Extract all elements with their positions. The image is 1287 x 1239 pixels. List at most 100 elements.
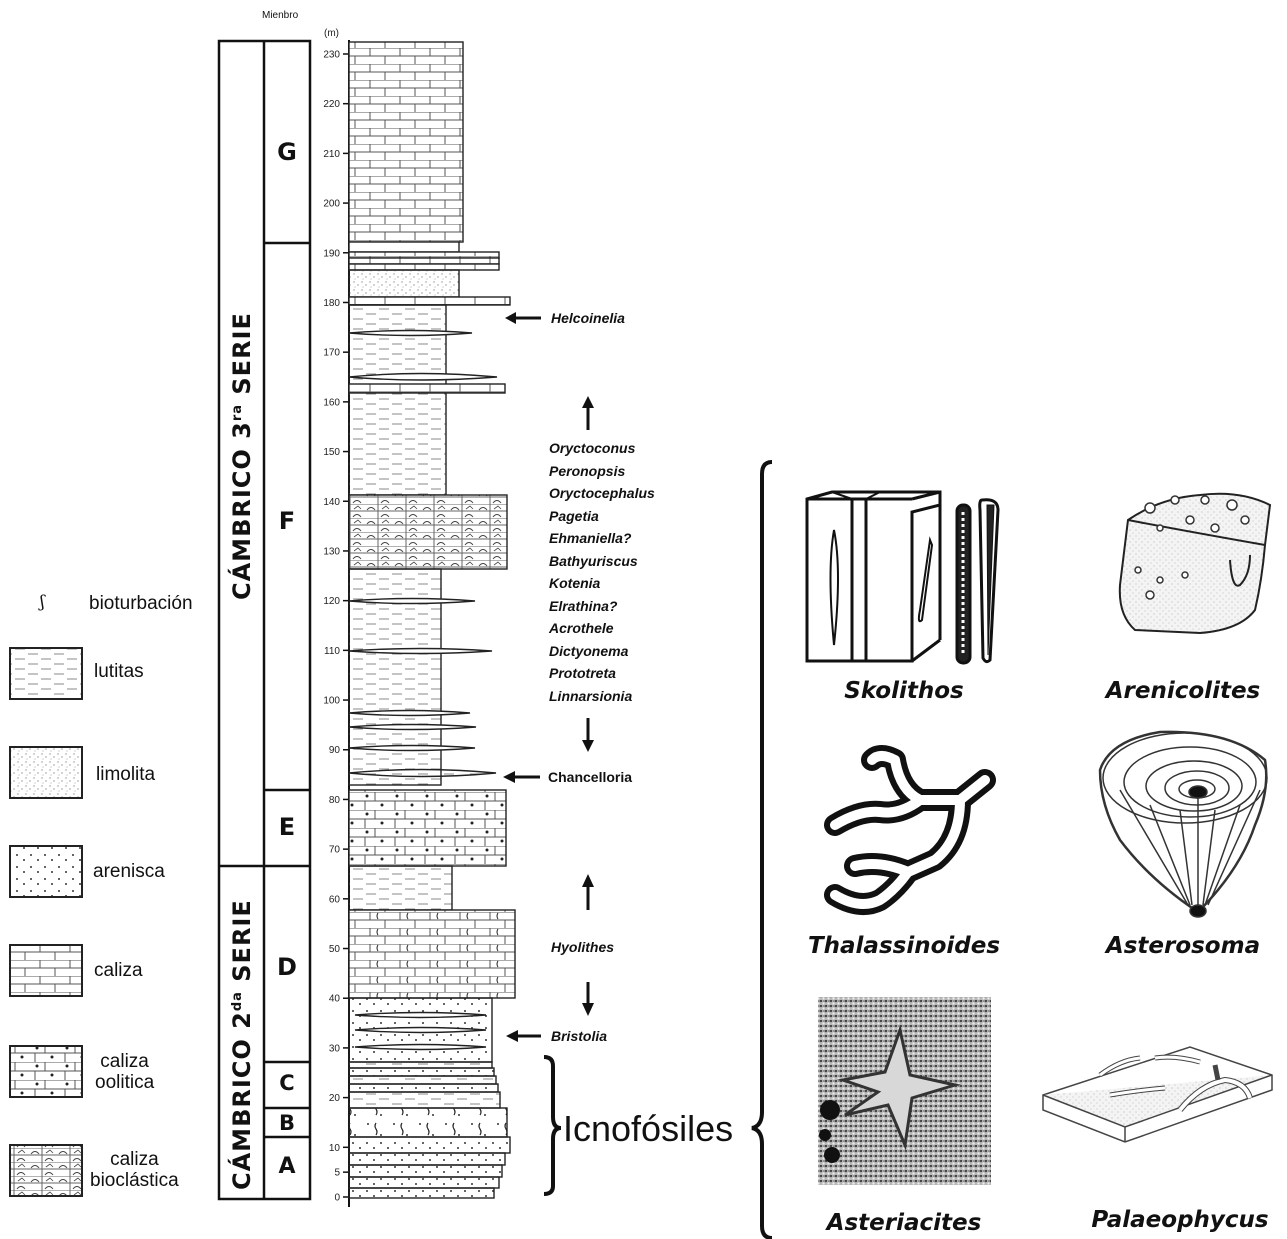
member-D: D bbox=[265, 953, 309, 981]
bed-lutitas-191 bbox=[349, 242, 459, 252]
legend-caliza: caliza bbox=[94, 960, 143, 981]
bed-A-3 bbox=[349, 1165, 502, 1177]
arrow-range-down bbox=[582, 740, 594, 752]
depth-tick-label: 150 bbox=[323, 447, 340, 458]
bed-limolita bbox=[349, 270, 459, 297]
depth-tick-label: 50 bbox=[329, 944, 341, 955]
fossil-kotenia: Kotenia bbox=[549, 572, 655, 595]
series-3-prefix: CÁMBRICO 3 bbox=[228, 421, 256, 600]
fossil-pagetia: Pagetia bbox=[549, 505, 655, 528]
depth-tick-label: 90 bbox=[329, 745, 341, 756]
bed-oolitica-E bbox=[349, 790, 506, 866]
fossil-range-list: Oryctoconus Peronopsis Oryctocephalus Pa… bbox=[549, 437, 655, 707]
bed-A-4 bbox=[349, 1177, 499, 1188]
bed-C-4 bbox=[349, 1084, 498, 1092]
depth-tick-label: 110 bbox=[324, 646, 340, 657]
legend-swatches bbox=[10, 648, 82, 1196]
fossil-bathyuriscus: Bathyuriscus bbox=[549, 550, 655, 573]
fossil-elrathina: Elrathina? bbox=[549, 595, 655, 618]
fossil-helcoinelia: Helcoinelia bbox=[551, 307, 625, 330]
member-F: F bbox=[265, 507, 309, 535]
depth-tick-label: 70 bbox=[329, 845, 341, 856]
bed-C-3 bbox=[349, 1076, 496, 1084]
lens-4 bbox=[349, 649, 492, 654]
depth-tick-label: 20 bbox=[329, 1093, 341, 1104]
arrow-range-up bbox=[582, 396, 594, 408]
bed-A-5 bbox=[349, 1188, 494, 1198]
fossil-bristolia: Bristolia bbox=[551, 1025, 607, 1048]
member-C: C bbox=[265, 1071, 309, 1095]
member-G: G bbox=[265, 138, 309, 166]
legend-bioturbation-icon: ʃ bbox=[40, 592, 45, 612]
series-3-sup: ra bbox=[230, 404, 245, 421]
depth-tick-label: 120 bbox=[323, 596, 340, 607]
depth-tick-label: 0 bbox=[334, 1193, 340, 1204]
bed-C-5 bbox=[349, 1092, 500, 1108]
series-2-sup: da bbox=[230, 991, 245, 1011]
legend-caliza-oolitica: caliza oolitica bbox=[95, 1051, 154, 1093]
depth-tick-label: 140 bbox=[323, 497, 340, 508]
lens-7 bbox=[349, 746, 475, 751]
fossil-linnarsionia: Linnarsionia bbox=[549, 685, 655, 708]
thalassinoides-illustration bbox=[835, 756, 985, 904]
legend-caliza-bioclastica: caliza bioclástica bbox=[90, 1149, 179, 1191]
arrow-helcoinelia bbox=[505, 312, 516, 324]
column-header: Mienbro bbox=[262, 10, 298, 21]
legend-arenisca: arenisca bbox=[93, 861, 165, 882]
icnofosiles-large-brace bbox=[752, 462, 772, 1238]
lens-8 bbox=[349, 770, 496, 777]
bed-caliza-188 bbox=[349, 264, 499, 270]
skolithos-illustration bbox=[807, 492, 998, 663]
depth-tick-label: 220 bbox=[323, 99, 340, 110]
icnofosiles-small-brace bbox=[544, 1057, 561, 1194]
depth-tick-label: 30 bbox=[329, 1043, 341, 1054]
bed-caliza-189 bbox=[349, 258, 499, 264]
series-3-suffix: SERIE bbox=[228, 312, 256, 404]
trace-palaeophycus: Palaeophycus bbox=[1060, 1207, 1287, 1233]
fossil-prototreta: Prototreta bbox=[549, 662, 655, 685]
series-label-2: CÁMBRICO 2da SERIE bbox=[228, 899, 256, 1190]
lens-1 bbox=[349, 331, 472, 336]
bed-bioclastica bbox=[349, 495, 507, 569]
trace-arenicolites: Arenicolites bbox=[1063, 678, 1287, 704]
bed-C-2 bbox=[349, 1068, 494, 1076]
bed-caliza-163 bbox=[349, 384, 505, 393]
depth-tick-label: 10 bbox=[329, 1143, 341, 1154]
fossil-dictyonema: Dictyonema bbox=[549, 640, 655, 663]
depth-tick-label: 130 bbox=[323, 546, 340, 557]
fossil-peronopsis: Peronopsis bbox=[549, 460, 655, 483]
depth-tick-label: 170 bbox=[323, 348, 340, 359]
lens-3 bbox=[349, 599, 475, 604]
depth-axis: 0510203040506070809010011012013014015016… bbox=[323, 40, 349, 1207]
series-2-prefix: CÁMBRICO 2 bbox=[228, 1011, 256, 1190]
depth-tick-label: 190 bbox=[323, 248, 340, 259]
depth-tick-label: 5 bbox=[334, 1168, 340, 1179]
arrow-chancelloria bbox=[503, 771, 515, 783]
member-B: B bbox=[265, 1111, 309, 1135]
legend-bioturbacion: bioturbación bbox=[89, 593, 193, 614]
arrow-hyolithes-up bbox=[582, 874, 594, 887]
swatch-lutitas bbox=[10, 648, 82, 699]
depth-tick-label: 60 bbox=[329, 894, 341, 905]
legend-limolita: limolita bbox=[96, 764, 155, 785]
depth-tick-label: 180 bbox=[323, 298, 340, 309]
swatch-arenisca bbox=[10, 846, 82, 897]
fossil-oryctocephalus: Oryctocephalus bbox=[549, 482, 655, 505]
arenicolites-illustration bbox=[1120, 494, 1270, 633]
bed-caliza-190 bbox=[349, 252, 499, 258]
depth-tick-label: 230 bbox=[323, 50, 340, 61]
depth-tick-label: 210 bbox=[323, 149, 340, 160]
bed-C-1 bbox=[349, 1062, 492, 1068]
arrow-hyolithes-down bbox=[582, 1003, 594, 1016]
depth-tick-label: 200 bbox=[323, 199, 340, 210]
swatch-limolita bbox=[10, 747, 82, 798]
bed-caliza-181 bbox=[349, 297, 510, 305]
lens-5 bbox=[349, 711, 470, 716]
lithologic-column bbox=[349, 42, 515, 1198]
depth-ticks: 0510203040506070809010011012013014015016… bbox=[323, 50, 349, 1204]
fossil-hyolithes: Hyolithes bbox=[551, 936, 614, 959]
bed-caliza-D bbox=[349, 910, 515, 998]
trace-asterosoma: Asterosoma bbox=[1063, 933, 1287, 959]
trace-thalassinoides: Thalassinoides bbox=[784, 933, 1024, 959]
bed-A-2 bbox=[349, 1153, 505, 1165]
